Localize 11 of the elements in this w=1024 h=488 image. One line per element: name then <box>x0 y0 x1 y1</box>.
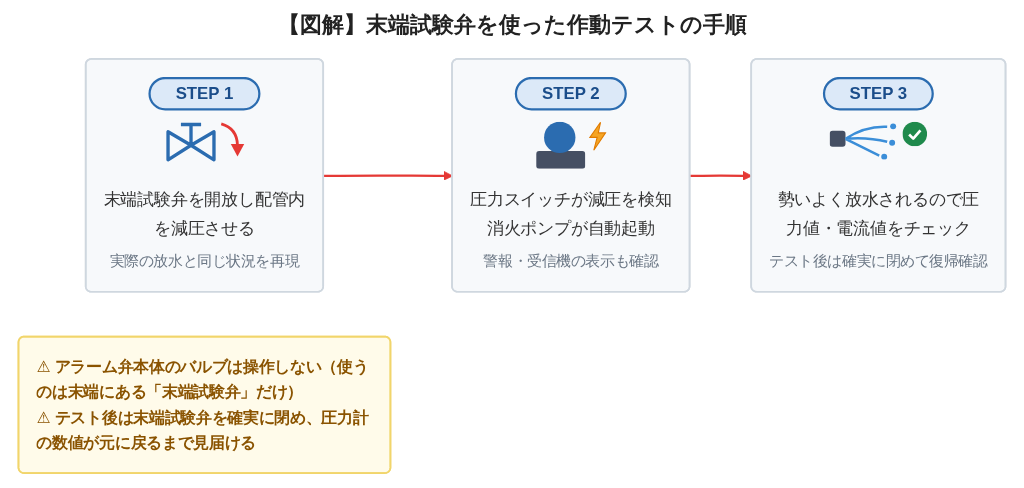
diagram-title: 【図解】末端試験弁を使った作動テストの手順 <box>276 11 748 39</box>
step-description: 圧力スイッチが減圧を検知消火ポンプが自動起動 <box>470 187 672 239</box>
step-note: テスト後は確実に閉めて復帰確認 <box>769 251 988 272</box>
warning-text: ⚠ テスト後は末端試験弁を確実に閉め、圧力計の数値が元に戻るまで見届ける <box>36 407 370 454</box>
step-description: 末端試験弁を開放し配管内を減圧させる <box>103 187 306 239</box>
step-note: 警報・受信機の表示も確認 <box>483 251 659 272</box>
step-note: 実際の放水と同じ状況を再現 <box>109 251 300 272</box>
step-badge: STEP 2 <box>515 76 627 111</box>
step-description: 勢いよく放水されるので圧力値・電流値をチェック <box>777 187 980 239</box>
step-badge: STEP 1 <box>148 76 261 111</box>
warning-text: ⚠ アラーム弁本体のバルブは操作しない（使うのは末端にある「末端試験弁」だけ） <box>36 356 370 403</box>
